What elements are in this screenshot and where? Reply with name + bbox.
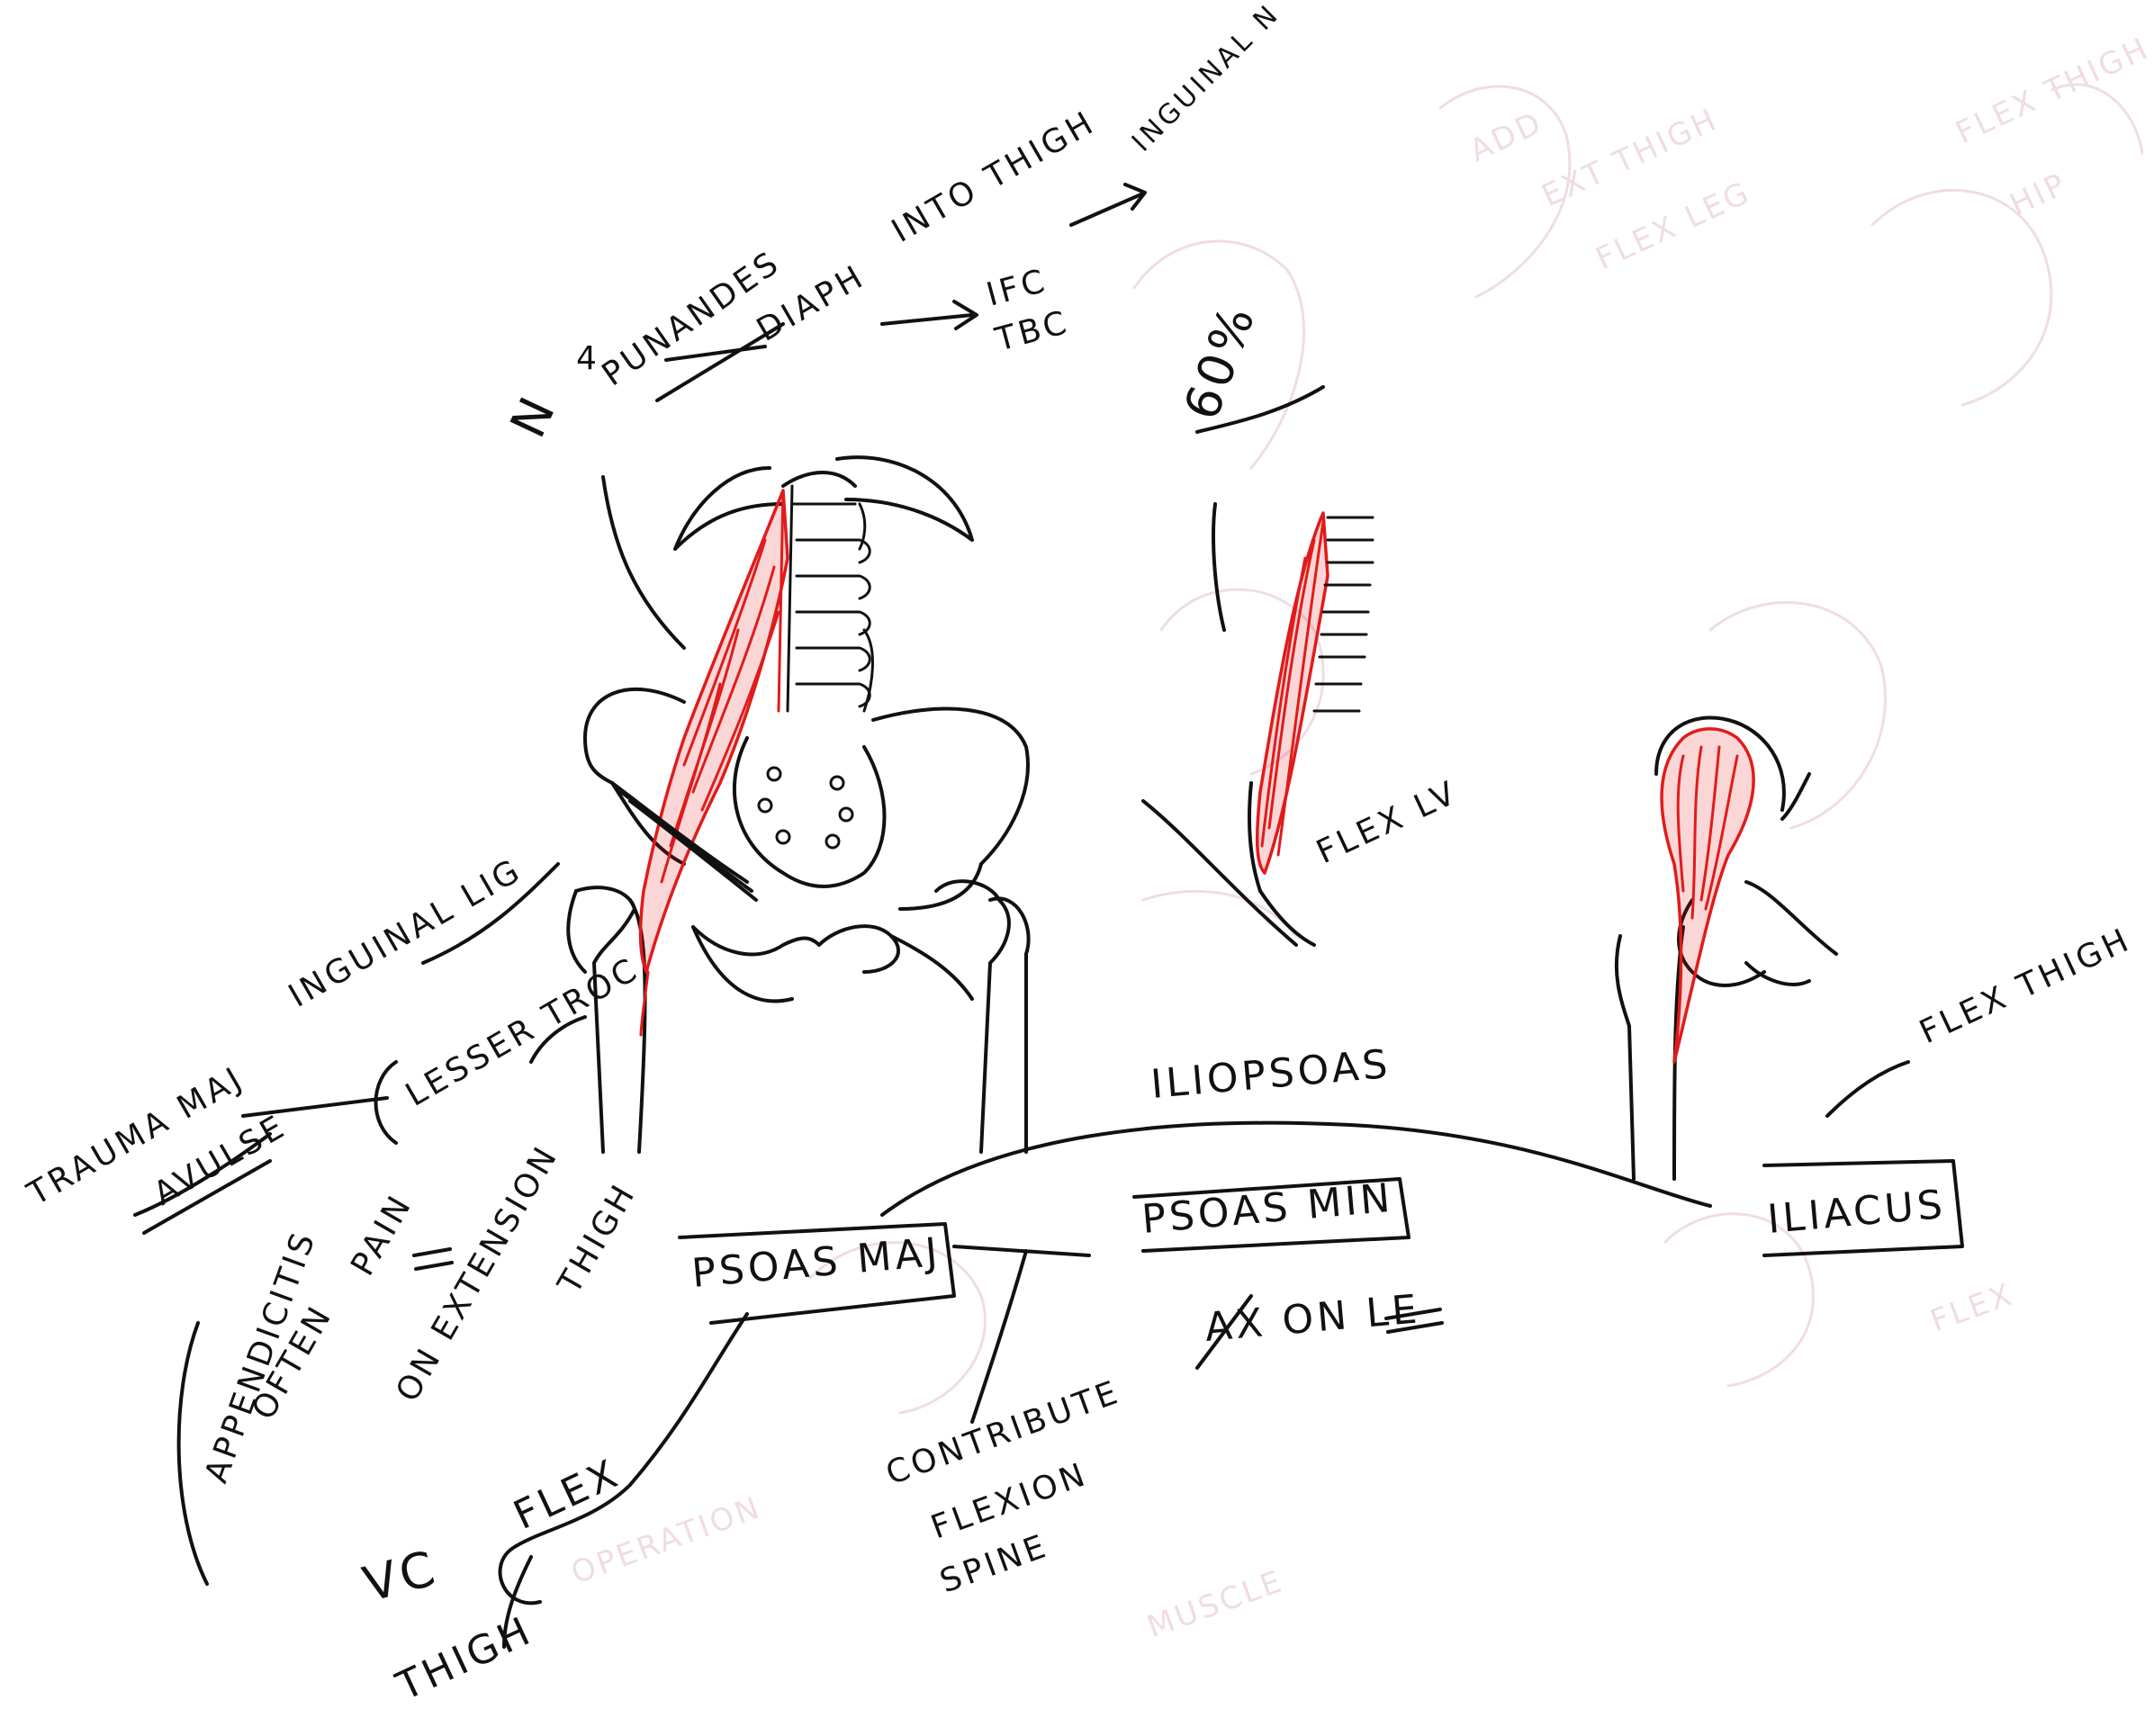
label-iliopsoas: ILIOPSOAS (1149, 1041, 1393, 1108)
label-flex: FLEX (507, 1450, 627, 1539)
label-nerve: N (500, 386, 568, 446)
psoas-minor-drawing (1143, 504, 1373, 945)
label-flex-lv: FLEX LV (1311, 774, 1464, 871)
label-tbc: TBC (991, 304, 1074, 359)
label-psoas-min: PSOAS MIN (1140, 1175, 1396, 1243)
svg-text:FLEX LEG: FLEX LEG (1591, 175, 1756, 277)
svg-text:FLEX THIGH: FLEX THIGH (1951, 31, 2154, 151)
handwritten-labels: N 4 PUNANDES DIAPH INTO THIGH IFC TBC IN… (21, 0, 2137, 1710)
label-psoas-maj: PSOAS MAJ (690, 1229, 943, 1297)
svg-text:ADD: ADD (1465, 104, 1549, 169)
label-on-extension: ON EXTENSION (389, 1138, 565, 1408)
label-contributes: CONTRIBUTE (881, 1373, 1125, 1492)
svg-text:HIP: HIP (2005, 166, 2073, 223)
pelvis-spine-drawing (568, 457, 1028, 1152)
label-60-percent: 60% (1173, 296, 1266, 427)
label-nerve-superscript: 4 (576, 340, 600, 377)
label-pain: PAIN (344, 1187, 419, 1282)
label-thigh-bottom: THIGH (389, 1607, 540, 1710)
label-iliacus: ILIACUS (1766, 1182, 1948, 1243)
label-lesser-troc: LESSER TROC (400, 950, 646, 1114)
svg-text:FLEX: FLEX (1925, 1276, 2018, 1339)
label-vc: VC (357, 1539, 444, 1613)
label-into-thigh: INTO THIGH (886, 103, 1102, 249)
svg-text:MUSCLE: MUSCLE (1142, 1563, 1288, 1646)
label-flex-thigh: FLEX THIGH (1914, 922, 2137, 1052)
label-thigh: THIGH (551, 1176, 644, 1300)
label-ifc: IFC (983, 262, 1052, 313)
label-inguinal-n: INGUINAL N (1126, 0, 1286, 158)
iliacus-drawing (1617, 718, 1836, 1180)
label-inguinal-lig: INGUINAL LIG (283, 851, 528, 1015)
